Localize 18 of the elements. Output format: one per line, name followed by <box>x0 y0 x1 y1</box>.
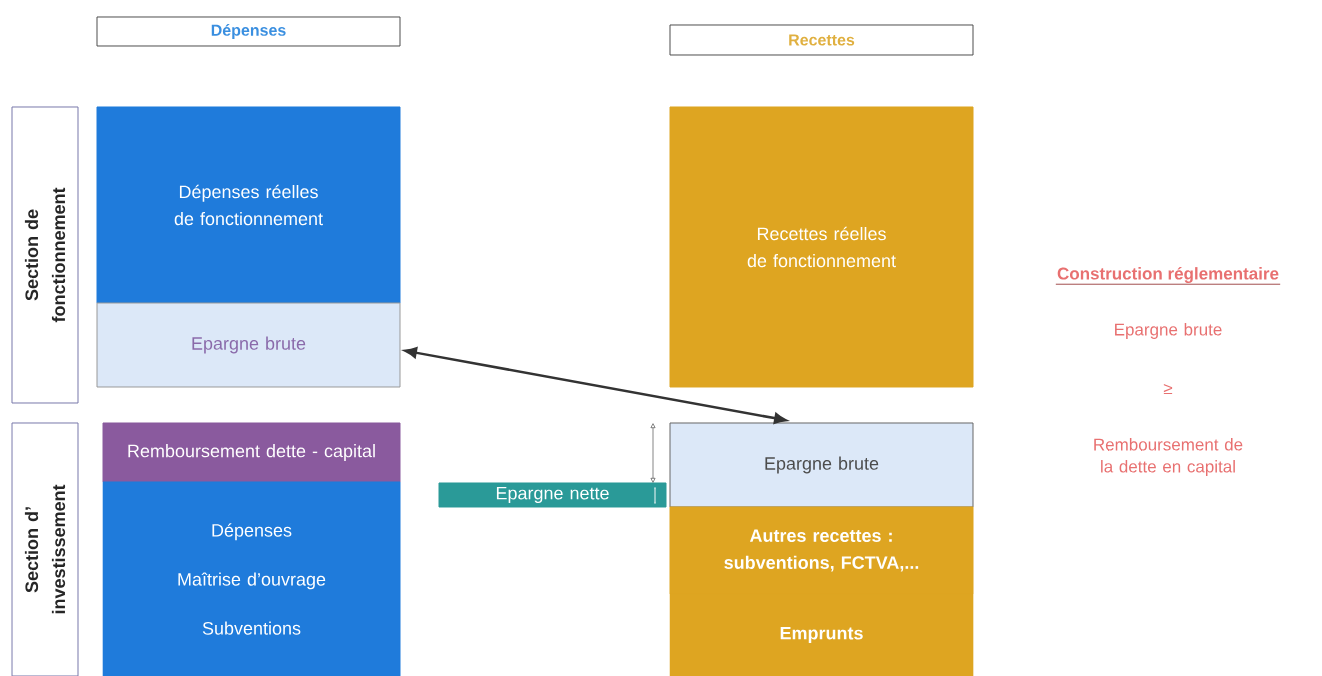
budget-block: Dépenses Maîtrise d’ouvrage Subventions <box>102 481 401 676</box>
budget-block: Epargne brute <box>96 302 401 388</box>
section-box: Section de fonctionnement <box>11 106 79 404</box>
header-box: Recettes <box>669 24 974 56</box>
savings-bar: Epargne nette <box>438 482 667 508</box>
double-arrow <box>404 347 787 424</box>
budget-block: Autres recettes : subventions, FCTVA,... <box>669 506 974 595</box>
section-box: Section d’ investissement <box>11 422 79 676</box>
rule-text: Remboursement de la dette en capital <box>1094 438 1243 476</box>
budget-block: Dépenses réelles de fonctionnement <box>96 106 401 304</box>
budget-block: Emprunts <box>669 593 974 676</box>
rule-text: Epargne brute <box>1115 323 1222 339</box>
budget-block: Epargne brute <box>669 422 974 508</box>
budget-block: Remboursement dette - capital <box>102 422 401 483</box>
header-box: Dépenses <box>96 16 401 47</box>
budget-block: Recettes réelles de fonctionnement <box>669 106 974 388</box>
rule-text: ≥ <box>1163 383 1173 395</box>
heading: Construction réglementaire <box>1055 266 1281 285</box>
